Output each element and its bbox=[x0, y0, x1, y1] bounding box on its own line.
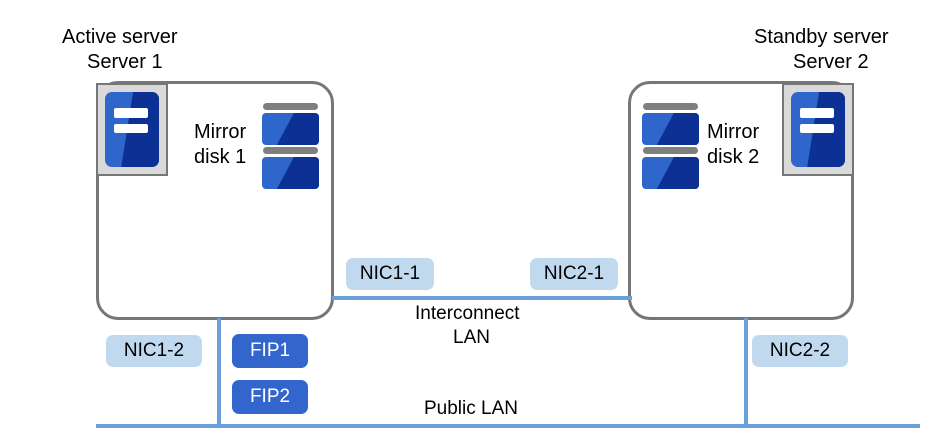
standby-server-name-label: Server 2 bbox=[793, 51, 869, 73]
nic-badge-nic2-1[interactable]: NIC2-1 bbox=[530, 258, 618, 290]
public-lan-line bbox=[96, 424, 920, 428]
public-lan-drop-server2 bbox=[744, 318, 748, 426]
mirror-disk-2-label-line2: disk 2 bbox=[707, 146, 760, 168]
server-tower-icon bbox=[96, 83, 168, 176]
server-tower-icon bbox=[782, 83, 854, 176]
nic-badge-nic1-1[interactable]: NIC1-1 bbox=[346, 258, 434, 290]
mirror-disk-1-label-line2: disk 1 bbox=[194, 146, 247, 168]
mirror-disk-icon-1 bbox=[262, 103, 319, 189]
interconnect-lan-label-line1: Interconnect bbox=[415, 303, 520, 324]
active-server-role-label: Active server bbox=[62, 26, 178, 48]
mirror-disk-2-label-line1: Mirror bbox=[707, 121, 760, 143]
mirror-disk-1-label-line1: Mirror bbox=[194, 121, 247, 143]
public-lan-label: Public LAN bbox=[424, 398, 518, 419]
fip-badge-fip2[interactable]: FIP2 bbox=[232, 380, 308, 414]
active-server-name-label: Server 1 bbox=[87, 51, 163, 73]
standby-server-role-label: Standby server bbox=[754, 26, 889, 48]
fip-badge-fip1[interactable]: FIP1 bbox=[232, 334, 308, 368]
interconnect-lan-line bbox=[332, 296, 632, 300]
mirror-disk-icon-2 bbox=[642, 103, 699, 189]
interconnect-lan-label-line2: LAN bbox=[453, 327, 490, 348]
public-lan-drop-server1 bbox=[217, 318, 221, 426]
nic-badge-nic2-2[interactable]: NIC2-2 bbox=[752, 335, 848, 367]
nic-badge-nic1-2[interactable]: NIC1-2 bbox=[106, 335, 202, 367]
